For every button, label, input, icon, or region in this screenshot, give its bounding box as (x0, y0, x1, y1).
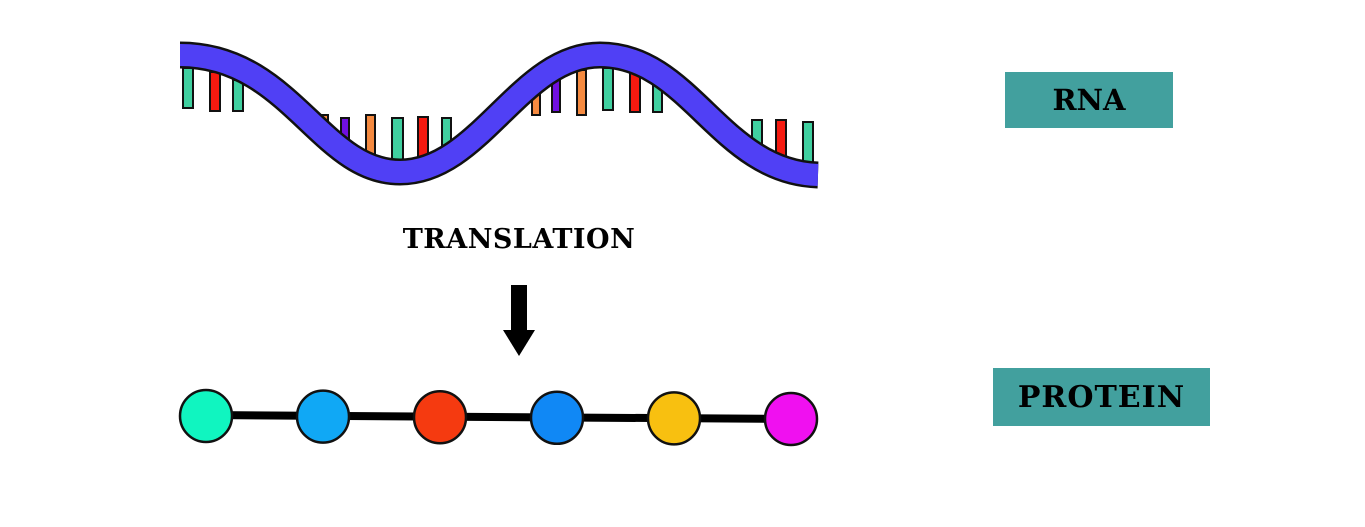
down-arrow-icon (503, 285, 535, 356)
rna-base-teal (602, 67, 614, 111)
rna-base-teal (182, 67, 194, 109)
protein-chain (178, 388, 819, 447)
amino-acid-2 (295, 389, 351, 444)
rna-base-red (209, 71, 221, 112)
protein-label: PROTEIN (993, 368, 1210, 426)
amino-acid-5 (646, 391, 702, 446)
rna-base-red (629, 71, 641, 113)
amino-acid-3 (412, 389, 468, 445)
rna-strand (179, 41, 820, 189)
rna-label: RNA (1005, 72, 1173, 128)
amino-acid-1 (178, 388, 234, 444)
rna-base-orange (576, 69, 587, 116)
amino-acid-6 (763, 391, 819, 447)
peptide-bond-line (205, 411, 792, 423)
rna-base-teal (232, 79, 244, 112)
rna-base-teal (391, 117, 404, 166)
amino-acid-4 (529, 390, 585, 446)
translation-label: TRANSLATION (402, 224, 636, 255)
